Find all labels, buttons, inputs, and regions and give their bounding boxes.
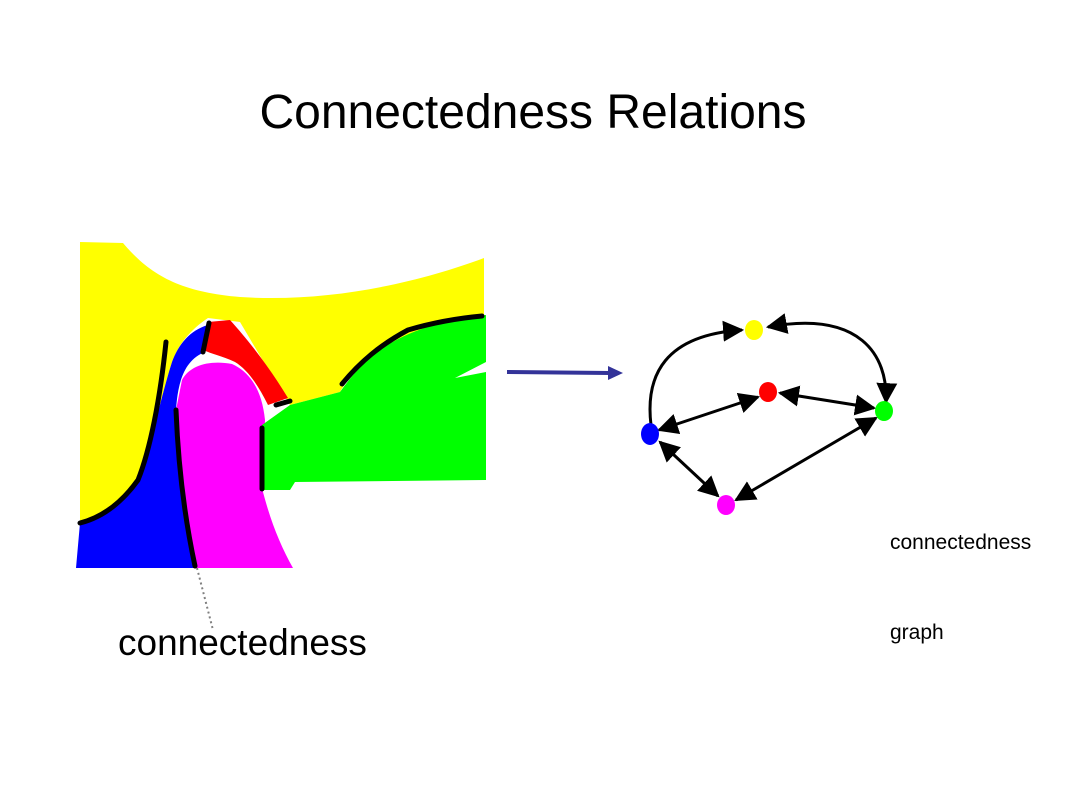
edge-blue-yellow xyxy=(648,320,745,426)
edge-blue-magenta xyxy=(658,440,720,498)
boundary-yellow-green xyxy=(339,313,485,387)
transform-arrow xyxy=(506,366,623,380)
region-magenta xyxy=(176,362,293,568)
graph-nodes xyxy=(641,320,893,515)
node-green xyxy=(875,401,893,421)
boundary-blue-magenta xyxy=(173,407,198,569)
connectedness-label: connectedness xyxy=(118,622,367,663)
edge-red-green xyxy=(777,385,877,416)
edge-yellow-green xyxy=(765,313,898,405)
graph-caption: connectedness graph xyxy=(890,468,1031,678)
region-blue xyxy=(76,325,208,568)
region-boundaries xyxy=(77,313,485,569)
boundary-yellow-blue xyxy=(77,339,169,526)
edge-blue-red xyxy=(657,393,760,434)
region-yellow xyxy=(80,242,484,523)
region-green xyxy=(262,315,486,490)
boundary-yellow-red xyxy=(200,320,212,355)
slide-title: Connectedness Relations xyxy=(259,86,807,139)
connectedness-graph xyxy=(641,313,898,515)
region-map xyxy=(76,242,486,631)
node-red xyxy=(759,382,777,402)
graph-caption-line2: graph xyxy=(890,621,944,644)
region-red xyxy=(203,320,288,405)
label-leader-line xyxy=(196,567,214,631)
node-blue xyxy=(641,423,659,445)
graph-edges xyxy=(648,313,898,502)
graph-caption-line1: connectedness xyxy=(890,531,1032,554)
edge-magenta-green xyxy=(734,416,878,502)
node-yellow xyxy=(745,320,763,340)
boundary-red-green xyxy=(273,398,293,408)
node-magenta xyxy=(717,495,735,515)
